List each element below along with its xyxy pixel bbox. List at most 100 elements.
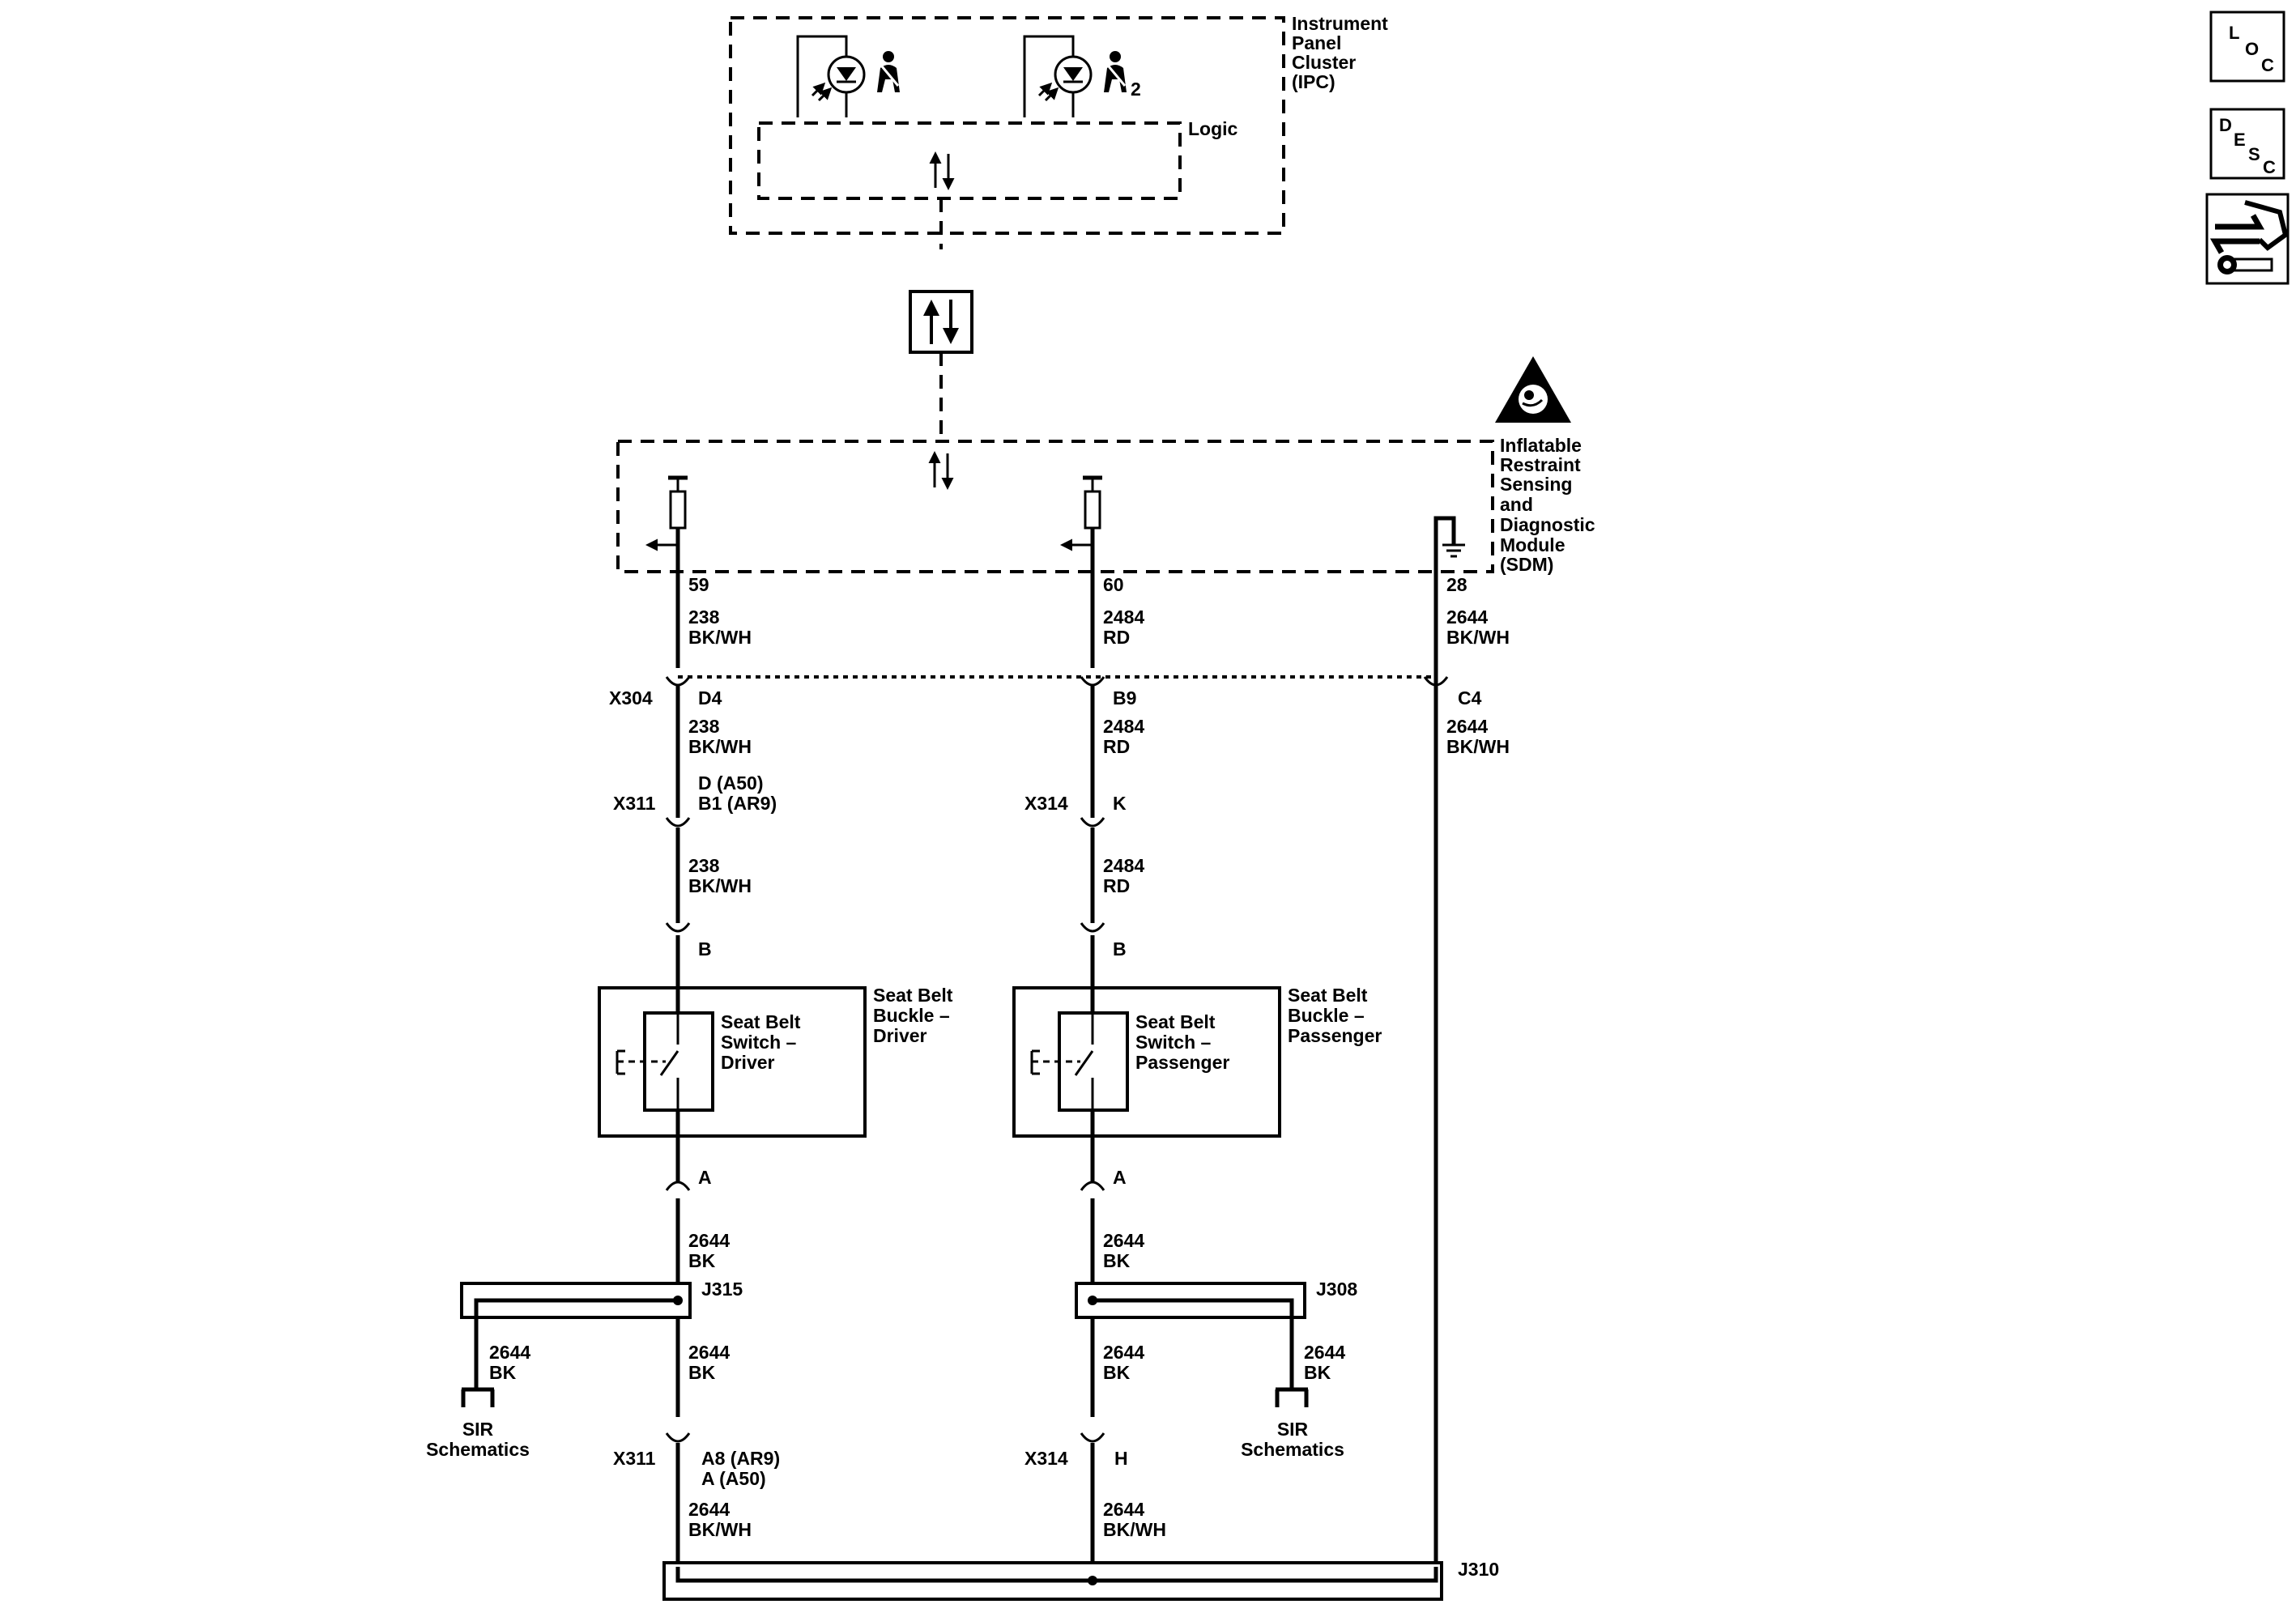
reference-label[interactable]: SIR (462, 1419, 494, 1440)
sir-schematics-link-passenger[interactable]: SIR Schematics (1241, 1419, 1344, 1460)
splice-j315: J315 (460, 1279, 743, 1407)
wire-label: BK/WH (688, 875, 752, 896)
connector-pin: B1 (AR9) (698, 793, 777, 814)
data-arrows-icon (928, 451, 954, 490)
driver-seatbelt-indicator (796, 35, 866, 117)
splice-label: J315 (701, 1279, 743, 1300)
connector-label: X314 (1024, 793, 1068, 814)
connector-label: X311 (613, 1448, 656, 1469)
x314-connector-top: X314 K (1024, 793, 1127, 828)
connector-pin: B9 (1113, 687, 1136, 709)
component-label: Driver (721, 1052, 775, 1073)
splice-j308: J308 (1075, 1279, 1357, 1407)
component-label: Seat Belt (721, 1011, 801, 1032)
x304-connector: X304 D4 B9 C4 (609, 675, 1482, 709)
wire-label: BK/WH (1446, 627, 1510, 648)
wire-label: 2484 (1103, 855, 1144, 876)
component-label: Seat Belt (1288, 985, 1368, 1006)
switch-contact-icon (616, 1013, 679, 1110)
sdm-pin-ground: 28 (1446, 574, 1467, 595)
connector-label: X311 (613, 793, 656, 814)
ipc-label-line2: Panel (1292, 32, 1341, 53)
reference-label[interactable]: SIR (1277, 1419, 1309, 1440)
wire-label: 2644 (1446, 716, 1488, 737)
connector-pin: A (698, 1167, 712, 1188)
wire-label: 2644 (1103, 1230, 1144, 1251)
wire-label: 2644 (688, 1342, 730, 1363)
connector-end-view-icon[interactable] (2205, 193, 2290, 285)
ipc-label-line3: Cluster (1292, 52, 1356, 73)
seatbelt-icon (1104, 51, 1127, 92)
wire-label: BK (688, 1362, 716, 1383)
wire-label: BK (1103, 1362, 1131, 1383)
sir-schematics-link-driver[interactable]: SIR Schematics (426, 1419, 530, 1460)
connector-label: X314 (1024, 1448, 1068, 1469)
wire-label: 2484 (1103, 716, 1144, 737)
wire-label: 2644 (489, 1342, 530, 1363)
connector-pin: K (1113, 793, 1127, 814)
reference-label[interactable]: Schematics (426, 1439, 530, 1460)
connector-label: X304 (609, 687, 653, 709)
wire-label: 2644 (1103, 1342, 1144, 1363)
description-button[interactable]: D E S C (2209, 108, 2285, 180)
component-label: Seat Belt (873, 985, 953, 1006)
ipc-module: Instrument Panel Cluster (IPC) Logic (729, 13, 1388, 235)
splice-label: J310 (1458, 1559, 1499, 1580)
desc-letter: C (2263, 157, 2276, 177)
seat-belt-buckle-passenger: Seat Belt Switch – Passenger Seat Belt B… (1012, 935, 1382, 1182)
desc-letter: S (2248, 144, 2260, 164)
wire-label: 2644 (1103, 1499, 1144, 1520)
wire-label: 2644 (1304, 1342, 1345, 1363)
driver-buckle-connector-a (665, 1181, 691, 1191)
reference-label[interactable]: Schematics (1241, 1439, 1344, 1460)
loc-letter: L (2229, 23, 2239, 43)
splice-label: J308 (1316, 1279, 1357, 1300)
connector-pin: D (A50) (698, 772, 764, 794)
wire-label: 2644 (1446, 606, 1488, 628)
seat-belt-buckle-driver: Seat Belt Switch – Driver Seat Belt Buck… (598, 935, 953, 1182)
airbag-warning-icon (1495, 356, 1571, 423)
connector-pin: H (1114, 1448, 1128, 1469)
sdm-pin-driver: 59 (688, 574, 709, 595)
location-button[interactable]: L O C (2209, 11, 2285, 83)
sdm-label-line2: Restraint (1500, 454, 1581, 475)
component-label: Switch – (1135, 1032, 1212, 1053)
component-label: Driver (873, 1025, 927, 1046)
sdm-label-line1: Inflatable (1500, 435, 1582, 456)
connector-pin: B (1113, 938, 1127, 960)
component-label: Seat Belt (1135, 1011, 1216, 1032)
component-label: Passenger (1288, 1025, 1382, 1046)
wire-label: BK/WH (688, 627, 752, 648)
wire-label: BK/WH (688, 1519, 752, 1540)
sdm-label-line5: Diagnostic (1500, 514, 1595, 535)
connector-pin: A (1113, 1167, 1127, 1188)
wire-label: 2484 (1103, 606, 1144, 628)
wire-label: 238 (688, 716, 720, 737)
loc-letter: O (2245, 39, 2259, 59)
logic-label: Logic (1188, 118, 1238, 139)
sdm-ground-circuit (1433, 516, 1465, 1567)
connector-pin: A (A50) (701, 1468, 766, 1489)
wire-label: RD (1103, 736, 1130, 757)
wire-label: BK (489, 1362, 517, 1383)
connector-pin: D4 (698, 687, 722, 709)
splice-j310: J310 (662, 1559, 1499, 1601)
connector-pin: B (698, 938, 712, 960)
wire-label: 2644 (688, 1230, 730, 1251)
wire-label: 238 (688, 606, 720, 628)
sdm-label-line6: Module (1500, 534, 1565, 555)
data-arrows-icon (929, 151, 955, 190)
wire-label: RD (1103, 875, 1130, 896)
wire-label: BK/WH (1103, 1519, 1166, 1540)
wire-label: BK (1103, 1250, 1131, 1271)
passenger-seatbelt-indicator (1023, 35, 1093, 117)
connector-pin: A8 (AR9) (701, 1448, 780, 1469)
sdm-label-line4: and (1500, 494, 1533, 515)
wire-label: BK (688, 1250, 716, 1271)
ground-symbol-icon (1442, 543, 1465, 558)
x311-connector-bottom: X311 A8 (AR9) A (A50) (613, 1432, 780, 1489)
serial-data-icon (923, 300, 959, 344)
sdm-driver-input-circuit (645, 475, 688, 668)
sdm-passenger-input-circuit (1060, 475, 1102, 668)
